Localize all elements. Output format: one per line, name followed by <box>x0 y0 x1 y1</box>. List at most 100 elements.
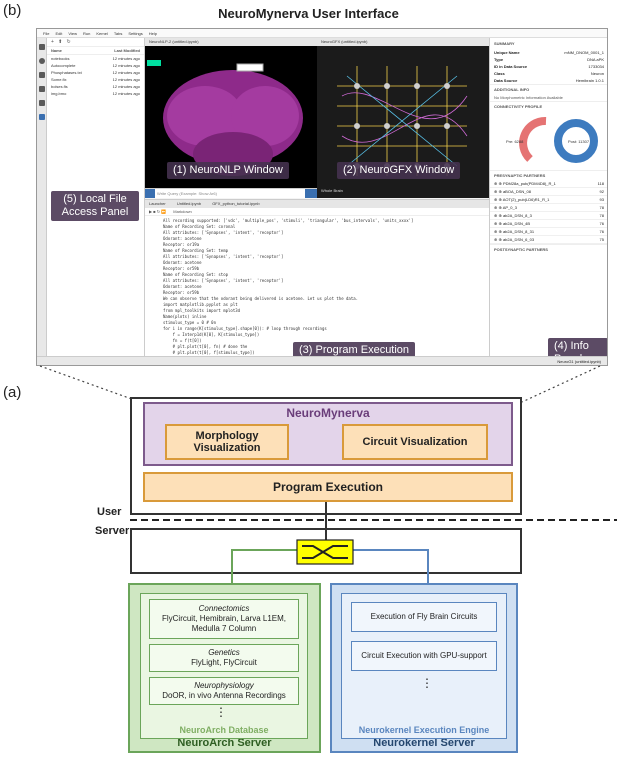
menu-view[interactable]: View <box>68 31 77 36</box>
add-icon[interactable]: ⊕ ⊕ <box>494 181 503 186</box>
presyn-name: aBOA_DSN_08 <box>502 189 531 194</box>
presyn-row[interactable]: ⊕ ⊕ ab2A_DSN_4B 76 <box>490 220 607 228</box>
presyn-count: 78 <box>599 205 604 210</box>
code-line: All attributes: ['Synapses', 'intent', '… <box>163 278 284 283</box>
property-icon[interactable] <box>39 86 45 92</box>
tab-untitled[interactable]: Untitled.ipynb <box>176 201 202 206</box>
menu-run[interactable]: Run <box>82 31 91 36</box>
status-right: NeuroG1 (untitled.ipynb) <box>557 359 601 364</box>
info-field-value: Hemibrain 1.0.1 <box>575 78 604 83</box>
code-line: # plt.plot(t[0], f[stimulus_type]) <box>163 350 255 355</box>
info-field-key: Type <box>494 57 504 62</box>
gfx-label: (2) NeuroGFX Window <box>337 162 461 179</box>
postsyn-heading: POSTSYNAPTIC PARTNERS <box>490 244 607 254</box>
neuro-icon[interactable] <box>39 114 45 120</box>
code-line: Odorant: acetone <box>163 236 202 241</box>
info-icon[interactable] <box>145 189 155 198</box>
additional-heading: ADDITIONAL INFO <box>490 84 607 94</box>
menu-help[interactable]: Help <box>148 31 158 36</box>
tab-gfx-tutorial[interactable]: GFX_python_tutorial.ipynb <box>212 201 260 206</box>
file-name: bolses.fis <box>51 84 68 89</box>
search-icon[interactable] <box>305 189 317 198</box>
code-line: Receptor: or59b <box>163 266 200 271</box>
neurokernel-server-label: Neurokernel Server <box>373 737 475 749</box>
running-icon[interactable] <box>39 58 45 64</box>
engine-label: Neurokernel Execution Engine <box>358 725 490 735</box>
file-row[interactable]: Phosphatases.txt 12 minutes ago <box>47 69 144 76</box>
add-icon[interactable]: ⊕ ⊕ <box>494 197 503 202</box>
connectivity-heading: CONNECTIVITY PROFILE <box>490 101 607 111</box>
presyn-row[interactable]: ⊕ ⊕ AP_0_3 78 <box>490 204 607 212</box>
presyn-count: 93 <box>599 197 604 202</box>
presyn-count: 75 <box>599 237 604 242</box>
file-header-name[interactable]: Name <box>51 48 62 53</box>
presyn-name: ab2A_DSN_4B <box>502 221 531 226</box>
presyn-name: ab2A_DSN_8_31 <box>502 229 535 234</box>
file-modified: 12 minutes ago <box>112 91 140 96</box>
code-line: Name of Recording Set: stop <box>163 272 229 277</box>
presyn-name: AP_0_3 <box>502 205 517 210</box>
neurogfx-window: NeuroGFX (untitled.ipynb) (2) NeuroGFX W… <box>317 38 489 198</box>
program-execution-box: Program Execution <box>143 472 513 502</box>
figure-title: NeuroMynerva User Interface <box>218 6 399 21</box>
more-dots-right: ⋮ <box>421 676 433 690</box>
add-icon[interactable]: ⊕ ⊕ <box>494 189 503 194</box>
code-line: All attributes: ['Synapses', 'intent', '… <box>163 230 284 235</box>
file-modified: 12 minutes ago <box>112 70 140 75</box>
code-line: f = Interp1d(K[0], K[stimulus_type]) <box>163 332 260 337</box>
menu-file[interactable]: File <box>43 31 50 36</box>
menu-tabs[interactable]: Tabs <box>113 31 123 36</box>
menu-edit[interactable]: Edit <box>55 31 63 36</box>
nlp-search-input[interactable]: Write Query (Example: Show Ar6) <box>157 191 217 196</box>
code-line: import matplotlib.pyplot as plt <box>163 302 238 307</box>
file-toolbar: + ⬆ ↻ <box>47 38 144 47</box>
code-line: Receptor: or19a <box>163 242 200 247</box>
exec-gpu-box: Circuit Execution with GPU-support <box>351 641 497 671</box>
presyn-count: 76 <box>599 221 604 226</box>
file-name: Phosphatases.txt <box>51 70 82 75</box>
add-icon[interactable]: ⊕ ⊕ <box>494 229 503 234</box>
ui-screenshot: File Edit View Run Kernel Tabs Settings Help + … <box>36 28 608 366</box>
summary-heading: SUMMARY <box>494 41 515 46</box>
code-line: # plt.plot(t[0], fn) # done the <box>163 344 248 349</box>
tabs-icon[interactable] <box>39 100 45 106</box>
add-icon[interactable]: ⊕ ⊕ <box>494 237 503 242</box>
whole-brain-label: Whole Brain <box>321 188 343 193</box>
info-field-value: Neuron <box>590 71 604 76</box>
presyn-row[interactable]: ⊕ ⊕ AOT(2)_pub(LD6)R1_R_1 93 <box>490 196 607 204</box>
code-line: Name of Recording Set: temp <box>163 248 229 253</box>
folder-icon[interactable] <box>39 44 45 50</box>
code-line: stimulus_type = 0 # 0n <box>163 320 216 325</box>
notebook-panel: Launcher Untitled.ipynb GFX_python_tutor… <box>145 199 489 356</box>
gfx-tab[interactable]: NeuroGFX (untitled.ipynb) <box>317 38 489 46</box>
neurophysiology-box: Neurophysiology DoOR, in vivo Antenna Re… <box>149 677 299 705</box>
add-icon[interactable]: ⊕ ⊕ <box>494 205 503 210</box>
cell-type-select[interactable]: Markdown <box>173 209 192 214</box>
presyn-count: 76 <box>599 229 604 234</box>
code-line: fn = f(t[0]) <box>163 338 202 343</box>
presyn-name: PDM28a_pub(PDM4D8)_R_1 <box>502 181 556 186</box>
menu-kernel[interactable]: Kernel <box>96 31 108 36</box>
presyn-name: AOT(2)_pub(LD6)R1_R_1 <box>502 197 550 202</box>
file-name: Some.fix <box>51 77 67 82</box>
nlp-tab[interactable]: NeuroNLP-2 (untitled.ipynb) <box>145 38 317 46</box>
info-label: (4) Info Panel <box>548 338 607 356</box>
menu-settings[interactable]: Settings <box>128 31 143 36</box>
presyn-row[interactable]: ⊕ ⊕ ab2A_DSN_8_31 76 <box>490 228 607 236</box>
commands-icon[interactable] <box>39 72 45 78</box>
add-icon[interactable]: ⊕ ⊕ <box>494 213 503 218</box>
add-icon[interactable]: ⊕ ⊕ <box>494 221 503 226</box>
file-header-modified[interactable]: Last Modified <box>114 48 140 53</box>
tab-launcher[interactable]: Launcher <box>149 201 166 206</box>
